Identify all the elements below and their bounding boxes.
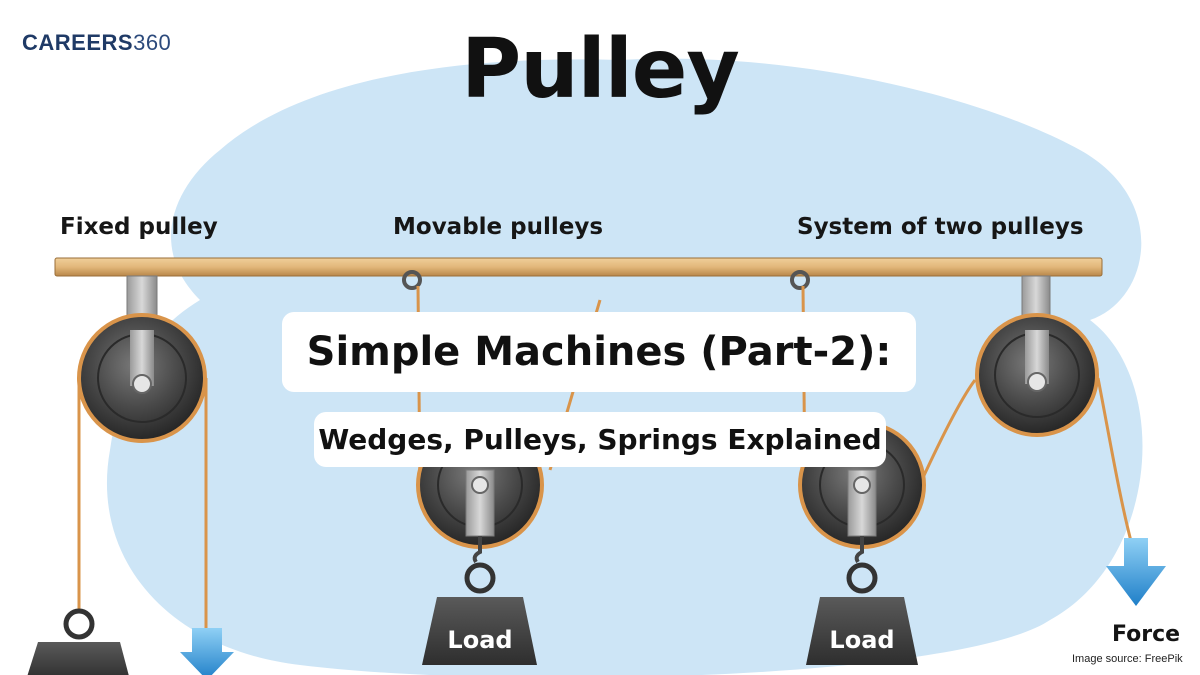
force-label: Force bbox=[1112, 622, 1181, 647]
movable-load-ring bbox=[464, 562, 496, 594]
system-load-label: Load bbox=[829, 626, 894, 654]
fixed-force-arrow bbox=[180, 628, 234, 675]
label-fixed-pulley: Fixed pulley bbox=[60, 214, 218, 240]
brand-part2: 360 bbox=[133, 30, 172, 55]
ceiling-beam bbox=[54, 257, 1103, 277]
system-load-weight bbox=[806, 597, 918, 665]
page-title: Pulley bbox=[461, 22, 740, 117]
label-system-of-pulleys: System of two pulleys bbox=[797, 214, 1084, 240]
fixed-load-weight bbox=[27, 642, 129, 675]
overlay-subheading: Wedges, Pulleys, Springs Explained bbox=[314, 412, 886, 467]
system-force-arrow bbox=[1106, 538, 1166, 606]
movable-load-label: Load bbox=[447, 626, 512, 654]
brand-part1: CAREERS bbox=[22, 30, 134, 55]
fixed-pulley-axle bbox=[132, 374, 152, 394]
system-rope-force bbox=[1096, 377, 1134, 546]
system-top-hook bbox=[790, 270, 810, 290]
overlay-heading: Simple Machines (Part-2): bbox=[282, 312, 916, 392]
movable-top-hook bbox=[402, 270, 422, 290]
movable-load-weight bbox=[422, 597, 537, 665]
movable-hook bbox=[472, 536, 482, 564]
brand-logo: CAREERS360 bbox=[22, 30, 171, 56]
image-source-credit: Image source: FreePik bbox=[1072, 653, 1183, 665]
system-load-ring bbox=[846, 562, 878, 594]
label-movable-pulleys: Movable pulleys bbox=[393, 214, 604, 240]
fixed-load-ring bbox=[63, 608, 95, 640]
system-hook bbox=[854, 536, 864, 564]
